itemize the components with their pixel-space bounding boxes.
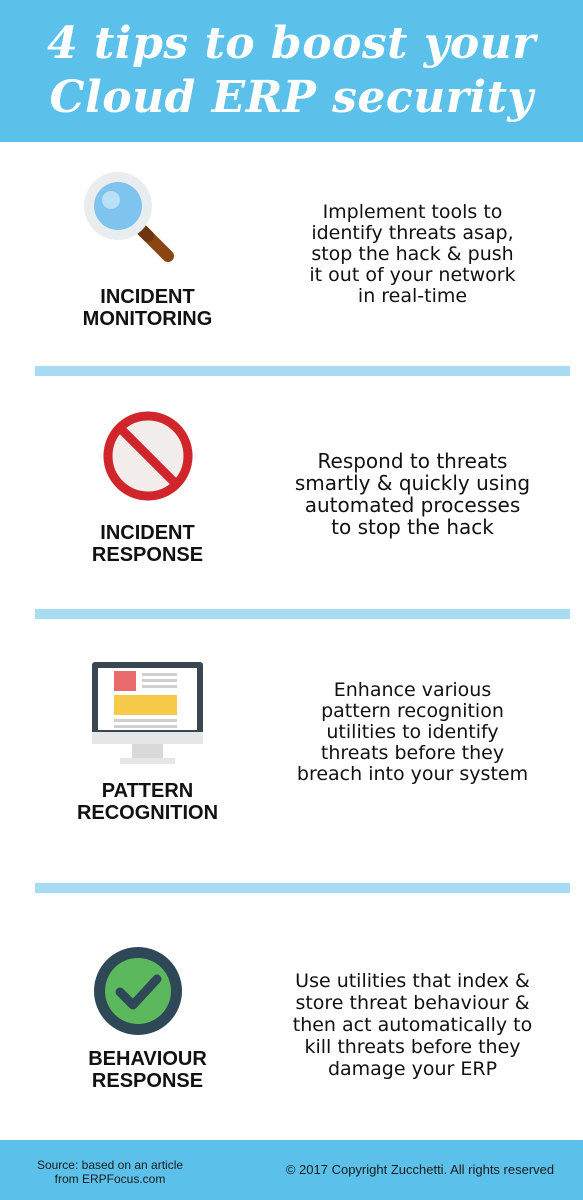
desc-line: kill threats before they: [304, 1036, 521, 1058]
desc-line: damage your ERP: [327, 1058, 498, 1080]
desc-line: smartly & quickly using: [294, 471, 531, 495]
copyright-notice: © 2017 Copyright Zucchetti. All rights r…: [285, 1162, 555, 1177]
title-line-2: Cloud ERP security: [49, 72, 534, 123]
tip-label: INCIDENT RESPONSE: [35, 522, 260, 566]
desc-line: in real-time: [357, 285, 468, 307]
label-line: MONITORING: [82, 308, 213, 330]
label-line: PATTERN: [101, 780, 194, 802]
label-line: RESPONSE: [91, 544, 204, 566]
computer-monitor-icon: [90, 660, 205, 770]
section-divider: [35, 883, 570, 893]
desc-line: breach into your system: [296, 763, 529, 785]
title-line-1: 4 tips to boost your: [47, 18, 536, 69]
desc-line: to stop the hack: [331, 515, 494, 539]
label-line: INCIDENT: [100, 286, 195, 308]
tip-label: BEHAVIOUR RESPONSE: [35, 1048, 260, 1092]
header-banner: 4 tips to boost your Cloud ERP security: [0, 0, 583, 142]
tip-description: Enhance various pattern recognition util…: [265, 680, 560, 785]
desc-line: Respond to threats: [317, 449, 508, 473]
desc-line: stop the hack & push: [311, 243, 514, 265]
desc-line: then act automatically to: [292, 1014, 533, 1036]
desc-line: store threat behaviour &: [295, 992, 530, 1014]
label-line: INCIDENT: [100, 522, 195, 544]
magnifying-glass-icon: [80, 168, 180, 268]
check-mark-icon: [93, 946, 183, 1036]
desc-line: utilities to identify: [326, 721, 499, 743]
footer-bar: Source: based on an article from ERPFocu…: [0, 1140, 583, 1200]
source-line: from ERPFocus.com: [54, 1172, 166, 1186]
prohibited-sign-icon: [98, 406, 198, 506]
tip-label: PATTERN RECOGNITION: [35, 780, 260, 824]
tip-label: INCIDENT MONITORING: [35, 286, 260, 330]
desc-line: it out of your network: [309, 264, 516, 286]
tip-description: Use utilities that index & store threat …: [265, 970, 560, 1080]
desc-line: Implement tools to: [322, 201, 503, 223]
label-line: BEHAVIOUR: [88, 1048, 207, 1070]
source-line: Source: based on an article: [36, 1158, 184, 1172]
section-divider: [35, 366, 570, 376]
tip-description: Respond to threats smartly & quickly usi…: [265, 450, 560, 538]
tip-description: Implement tools to identify threats asap…: [265, 202, 560, 307]
section-divider: [35, 609, 570, 619]
desc-line: Enhance various: [333, 679, 492, 701]
desc-line: pattern recognition: [321, 700, 504, 722]
label-line: RECOGNITION: [76, 802, 219, 824]
desc-line: threats before they: [320, 742, 505, 764]
source-credit: Source: based on an article from ERPFocu…: [15, 1158, 205, 1186]
desc-line: identify threats asap,: [311, 222, 514, 244]
label-line: RESPONSE: [91, 1070, 204, 1092]
desc-line: automated processes: [304, 493, 521, 517]
desc-line: Use utilities that index &: [295, 970, 530, 992]
